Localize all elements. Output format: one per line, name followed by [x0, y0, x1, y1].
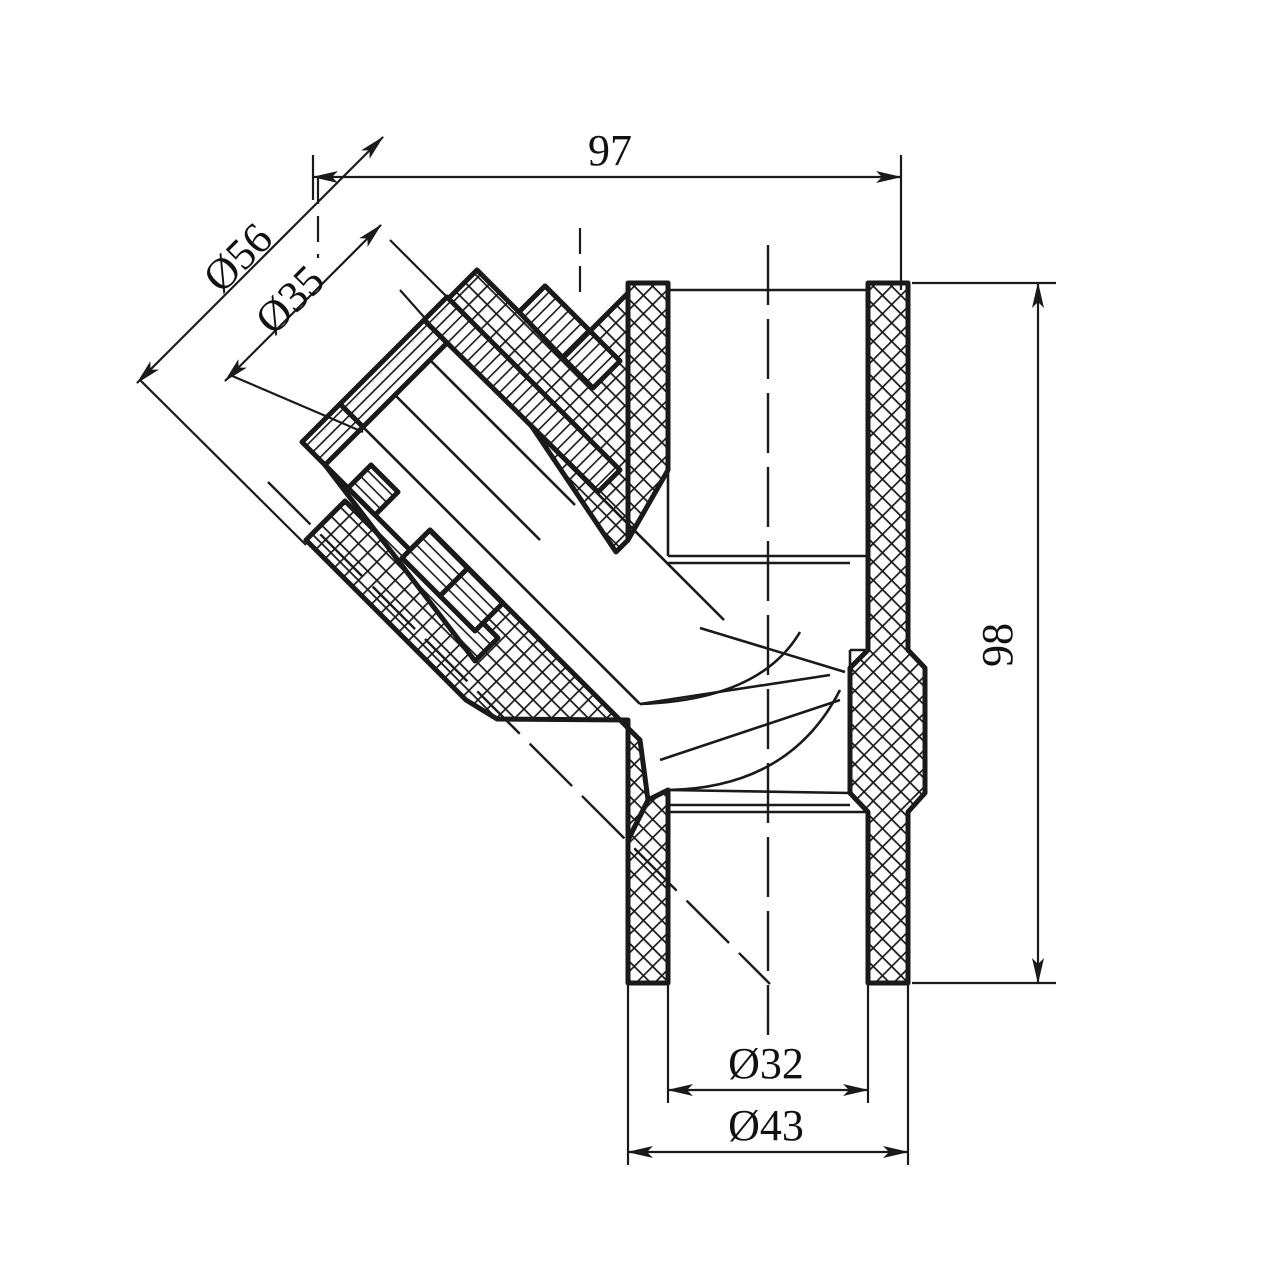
dim-label-97: 97	[588, 126, 632, 175]
dim-d35	[224, 178, 582, 434]
centerlines	[267, 245, 771, 1035]
branch-bore-end	[362, 342, 448, 428]
dim-d32	[666, 983, 870, 1103]
branch-lower-wall	[303, 498, 651, 843]
fitting-body	[267, 245, 928, 1035]
branch-centerline	[267, 481, 771, 985]
throat-curve-upper	[639, 631, 802, 706]
throat-fan-1	[639, 673, 831, 706]
sleeve-bore-line-2	[429, 359, 576, 506]
dim-d56-ext-lower	[139, 379, 307, 546]
thread-ring-mid	[560, 328, 623, 391]
dim-d56-ext-upper	[389, 239, 448, 298]
throat-fan-2	[659, 698, 841, 762]
throat-fan-3	[699, 626, 846, 674]
dim-d35-line	[224, 224, 382, 382]
throat-curve-lower	[667, 689, 842, 792]
dim-98	[912, 281, 1056, 985]
sleeve-lower-step	[345, 462, 401, 518]
dim-d35-ext-upper	[399, 289, 448, 344]
vertical-run-walls	[625, 280, 928, 986]
thread-ring-lower-b	[437, 565, 506, 634]
branch-bore-upper	[446, 342, 725, 621]
dim-label-d32: Ø32	[728, 1039, 804, 1088]
branch-bore-lower	[362, 426, 641, 705]
run-bottom-left-wall	[625, 787, 671, 986]
dim-d43	[626, 983, 910, 1165]
dim-label-d43: Ø43	[728, 1101, 804, 1150]
dim-d35-ext-lower	[229, 373, 364, 434]
sleeve-upper-lip	[337, 317, 450, 430]
branch-inner-sleeve	[299, 283, 623, 664]
dimension-layer	[136, 136, 1056, 1165]
run-right-wall	[847, 280, 928, 986]
dim-97	[311, 155, 903, 290]
dim-label-98: 98	[973, 623, 1022, 667]
run-top-left-wall	[625, 280, 671, 543]
throat-base	[667, 788, 851, 795]
sleeve-bore-line	[394, 394, 541, 541]
